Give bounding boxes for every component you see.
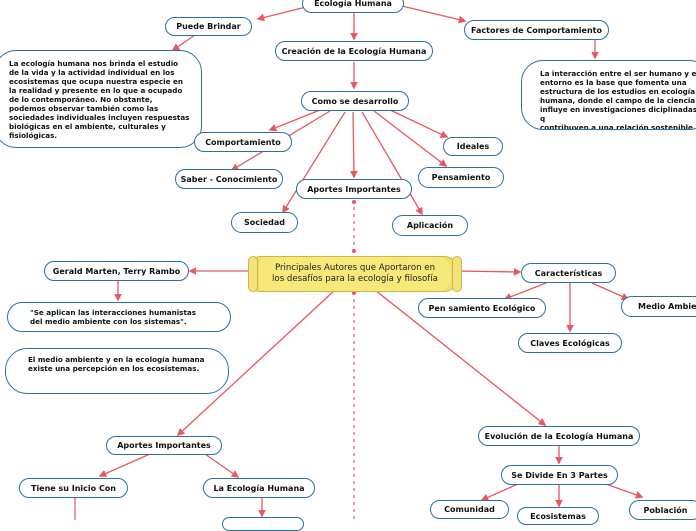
node-tiene-su-inicio-con[interactable]: Tiene su Inicio Con — [19, 478, 128, 498]
node-aportes-importantes-top[interactable]: Aportes Importantes — [296, 179, 412, 199]
connector — [256, 5, 311, 22]
connector-dot — [352, 249, 356, 253]
note-percepcion: El medio ambiente y en la ecología human… — [5, 348, 229, 394]
connector — [268, 109, 321, 132]
node-gerald-marten-terry-rambo[interactable]: Gerald Marten, Terry Rambo — [44, 261, 189, 281]
node-creacion-ecologia-humana[interactable]: Creación de la Ecología Humana — [275, 41, 433, 61]
node-ecosistemas[interactable]: Ecosistemas — [517, 507, 599, 525]
connector — [455, 268, 522, 276]
node-poblacion[interactable]: Población — [629, 500, 696, 520]
connector — [282, 111, 346, 214]
node-la-ecologia-humana[interactable]: La Ecología Humana — [203, 478, 315, 498]
node-sociedad[interactable]: Sociedad — [231, 212, 298, 233]
node-caracteristicas[interactable]: Características — [521, 263, 616, 283]
node-truncated-bottom[interactable] — [222, 517, 304, 531]
node-pensamiento-ecologico[interactable]: Pen samiento Ecológico — [418, 298, 546, 318]
node-medio-ambiente[interactable]: Medio Ambiente — [621, 296, 696, 317]
node-se-divide-en-3-partes[interactable]: Se Divide En 3 Partes — [501, 465, 618, 485]
note-quote: "Se aplican las interacciones humanistas… — [7, 302, 231, 332]
node-comportamiento[interactable]: Comportamiento — [194, 132, 292, 152]
node-ecologia-humana[interactable]: Ecología Humana — [302, 0, 404, 13]
connector-layer — [74, 5, 644, 520]
note-puede-brindar: La ecología humana nos brinda el estudio… — [0, 50, 202, 148]
connector — [387, 108, 449, 138]
node-claves-ecologicas[interactable]: Claves Ecológicas — [518, 333, 622, 353]
connector — [374, 289, 547, 426]
node-factores-comportamiento[interactable]: Factores de Comportamiento — [464, 20, 609, 40]
connector-dot — [352, 291, 356, 295]
node-comunidad[interactable]: Comunidad — [430, 500, 509, 519]
connector — [98, 453, 151, 478]
connector — [401, 5, 467, 24]
connector — [591, 282, 630, 301]
connector — [361, 111, 423, 216]
node-puede-brindar[interactable]: Puede Brindar — [165, 17, 252, 36]
connector — [204, 453, 240, 478]
connector — [602, 482, 644, 499]
node-como-se-desarrollo[interactable]: Como se desarrollo — [301, 91, 409, 111]
connector — [503, 282, 547, 301]
node-ideales[interactable]: Ideales — [443, 137, 503, 156]
node-aplicacion[interactable]: Aplicación — [392, 215, 468, 236]
central-topic[interactable]: Principales Autores que Aportaron en los… — [248, 256, 462, 292]
connector — [373, 110, 448, 167]
connector — [350, 111, 358, 179]
node-pensamiento[interactable]: Pensamiento — [418, 167, 504, 188]
note-factores: La interacción entre el ser humano y el … — [521, 60, 696, 130]
connector-dot — [352, 200, 356, 204]
connector — [171, 34, 196, 51]
connector — [176, 289, 336, 437]
node-saber-conocimiento[interactable]: Saber - Conocimiento — [175, 169, 283, 189]
node-evolucion-ecologia-humana[interactable]: Evolución de la Ecología Humana — [478, 426, 640, 446]
node-aportes-importantes-bottom[interactable]: Aportes Importantes — [106, 436, 222, 455]
connector — [480, 482, 521, 502]
